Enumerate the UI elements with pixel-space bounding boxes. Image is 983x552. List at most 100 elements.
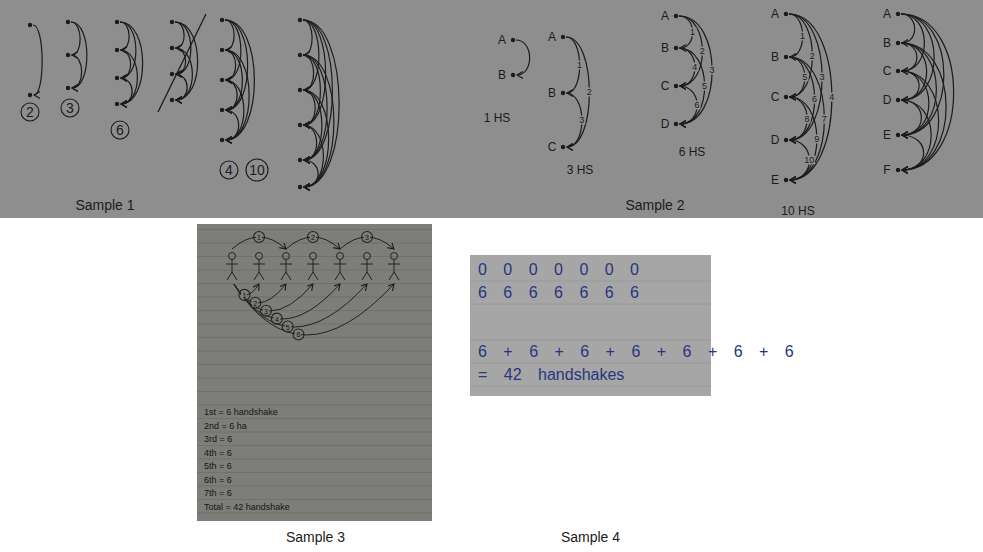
handshake-arc [901,14,924,71]
person-dot [115,76,119,80]
handshake-arc [175,48,192,100]
person-dot [896,133,900,137]
person-letter: B [770,51,780,63]
notebook-line [197,499,432,500]
person-letter: A [770,8,780,20]
tally-line: 3rd = 6 [203,435,233,444]
circled-number: 3 [263,307,269,314]
person-dot [298,88,302,92]
person-letter: E [770,174,780,186]
handshake-arc [71,22,87,88]
person-dot [220,18,224,22]
stick-figure [388,253,400,281]
person-dot [784,178,788,182]
person-letter: F [882,164,891,176]
sample-caption: Sample 1 [75,198,134,213]
figure-head [256,253,263,260]
tally-line: 6th = 6 [203,475,233,484]
tally-line: Total = 42 handshake [203,502,291,511]
number-ring [21,103,39,121]
handshake-arc [303,20,339,187]
stick-figure [280,253,292,281]
person-dot [896,168,900,172]
handshake-arc [175,22,184,48]
handshake-arc [234,284,313,311]
arc-number: 10 [803,156,815,165]
person-letter: A [547,31,557,43]
handshake-arc [901,14,944,135]
number-ring [271,313,282,324]
person-dot [170,20,174,24]
notebook-line [197,378,432,379]
circled-number: 1 [241,291,247,298]
person-dot [28,23,32,27]
handshake-arc [234,284,394,335]
figure-head [337,253,344,260]
lettered-drawing [674,14,712,126]
arc-number: 2 [699,47,706,56]
person-dot [561,35,565,39]
figure-body [361,260,373,281]
sample-caption: Sample 3 [286,530,345,545]
handshake-arc [303,90,329,187]
handshake-arc [303,55,334,187]
number-ring [293,329,304,340]
dot-drawing [115,20,143,106]
arc-number: 2 [809,51,816,60]
handshake-arc [120,22,129,50]
arc-number: 6 [811,94,818,103]
circled-number: 2 [310,234,316,241]
person-dot [28,93,32,97]
notebook-line [470,363,711,364]
person-dot [784,12,788,16]
dot-drawing [220,18,255,142]
circled-count: 3 [65,101,75,115]
handshake-arc [303,20,312,55]
figure-body [253,260,265,281]
sample-caption: Sample 4 [561,530,620,545]
notebook-line [197,364,432,365]
handshake-arc [120,22,143,104]
person-letter: D [770,134,781,146]
notebook-line [197,418,432,419]
handshake-arc [901,100,931,170]
arc-number: 9 [813,134,820,143]
handshake-arc [901,135,924,170]
number-ring [220,161,238,179]
circled-count: 6 [115,123,125,137]
photo-panel [197,224,432,521]
figure-head [283,253,290,260]
tally-line: 5th = 6 [203,462,233,471]
tally-line: 4th = 6 [203,448,233,457]
person-dot [511,38,515,42]
person-dot [298,123,302,127]
figure-head [310,253,317,260]
handshake-arc [120,78,132,104]
number-ring [111,121,129,139]
person-dot [115,48,119,52]
sample-panel: Sample 1 Sample 2 [0,0,983,218]
figure-body [280,260,292,281]
notebook-line [197,472,432,473]
handshake-arc [225,20,234,50]
notebook-line [470,281,711,282]
handshake-arc [225,110,239,140]
notebook-line [197,229,432,230]
person-letter: A [497,34,507,46]
notebook-line [197,256,432,257]
person-dot [784,95,788,99]
figure-head [364,253,371,260]
figure-body [226,260,238,281]
number-ring [362,232,373,243]
person-dot [511,73,515,77]
sample-caption: Sample 2 [625,198,684,213]
person-dot [298,18,302,22]
working-line: 0 0 0 0 0 0 0 [477,262,640,278]
lettered-drawing [511,38,530,77]
person-letter: B [660,42,670,54]
number-ring [308,232,319,243]
handshake-arc [303,160,318,187]
handshake-arc [234,284,340,319]
handshake-arc [71,55,82,88]
notebook-line [470,304,711,305]
